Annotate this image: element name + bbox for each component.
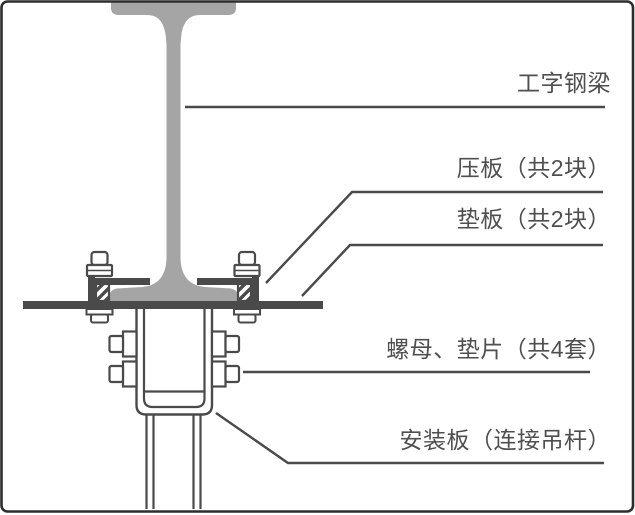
mounting-bracket [135, 309, 214, 416]
clamp-bolt-left [85, 250, 114, 278]
clamp-bolt-right [233, 250, 261, 278]
side-bolt-set-1 [108, 330, 138, 358]
under-plate-nut-right [233, 308, 261, 324]
label-steel-beam: 工字钢梁 [517, 70, 611, 96]
leader-lines [185, 105, 605, 465]
clamp-plate-right [197, 274, 259, 303]
leader-shim [301, 243, 603, 297]
i-beam-shape [109, 2, 238, 301]
leader-clamp [265, 190, 603, 284]
clamp-plate-left [88, 274, 150, 303]
label-nut-washer: 螺母、垫片（共4套） [386, 336, 611, 362]
label-mounting-plate: 安装板（连接吊杆） [399, 427, 611, 453]
under-plate-nut-left [85, 308, 114, 324]
label-shim-plate: 垫板（共2块） [456, 206, 611, 232]
label-clamp-plate: 压板（共2块） [456, 155, 611, 181]
side-bolt-set-2 [108, 360, 138, 388]
hanger-rod [145, 414, 202, 509]
side-bolt-set-4 [210, 360, 241, 388]
leader-mount [215, 412, 604, 465]
shim-plate [23, 301, 323, 309]
side-bolt-set-3 [210, 330, 241, 358]
